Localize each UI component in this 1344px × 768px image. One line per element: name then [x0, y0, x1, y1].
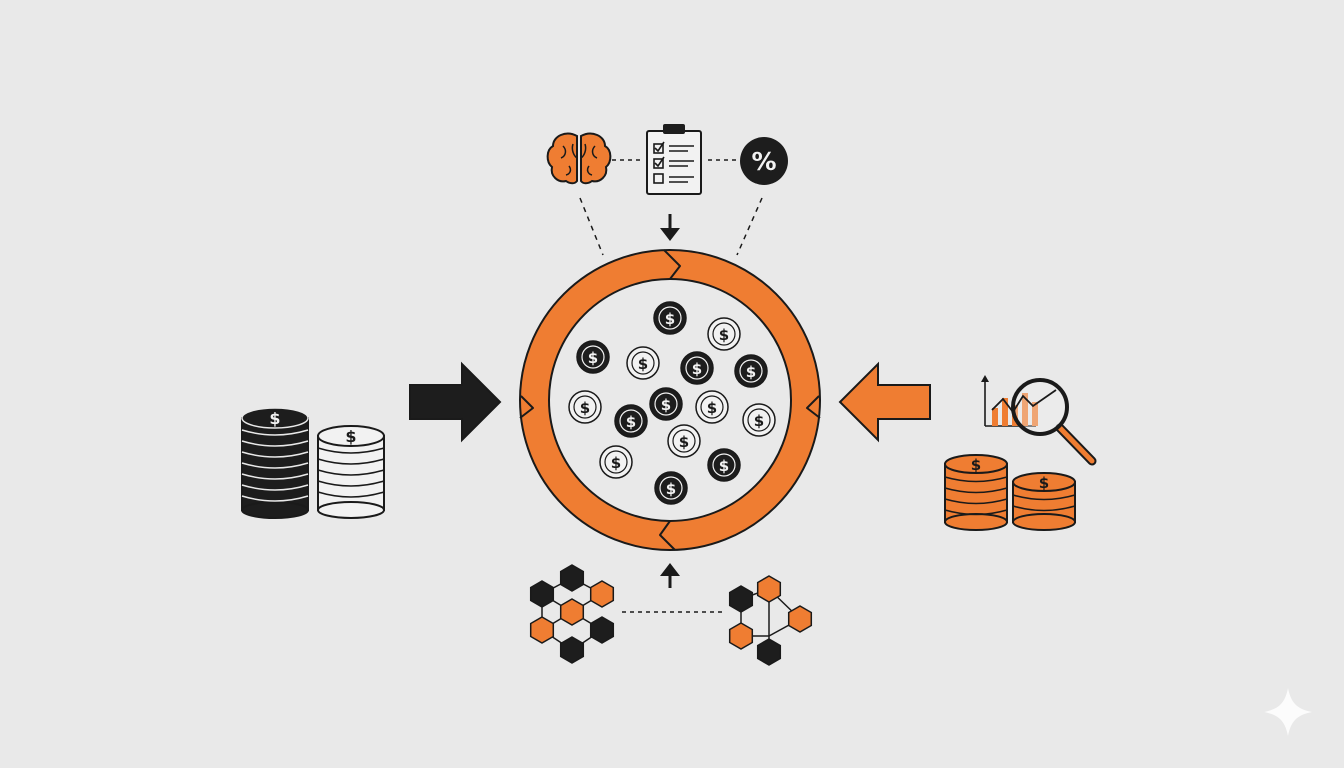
hexagon-node-orange [728, 622, 754, 650]
coin-dark [734, 354, 768, 388]
bottom-inputs [529, 563, 813, 666]
dollar-sign-label: $ [345, 427, 356, 446]
connector-line [736, 197, 763, 256]
coin-stacks-left: $ $ [241, 407, 385, 519]
coin-dark [649, 387, 683, 421]
coin-dark [653, 301, 687, 335]
percent-icon: % [740, 137, 788, 185]
connector-line [579, 197, 604, 256]
hexagon-node-dark [559, 564, 585, 592]
coin-dark [614, 404, 648, 438]
hexagon-node-orange [787, 605, 813, 633]
coin-dark [576, 340, 610, 374]
hexagon-node-orange [529, 616, 555, 644]
arrow-down [660, 214, 680, 241]
inflow-arrow-left [409, 361, 502, 443]
coin-light [707, 317, 741, 351]
hexagon-network-right [728, 575, 813, 666]
coin-dark [654, 471, 688, 505]
brain-icon [546, 132, 612, 185]
hexagon-node-orange [589, 580, 615, 608]
arrow-up [660, 563, 680, 588]
hexagon-node-dark [529, 580, 555, 608]
dollar-sign-label: $ [269, 409, 280, 428]
percent-label: % [751, 147, 776, 176]
coin-light [568, 390, 602, 424]
coin-dark [707, 448, 741, 482]
hexagon-node-dark [728, 585, 754, 613]
hexagon-network-left [529, 564, 615, 664]
hexagon-node-orange [559, 598, 585, 626]
inflow-arrow-right [838, 361, 931, 443]
coin-light [742, 403, 776, 437]
coin-light [626, 346, 660, 380]
light-coin-stack: $ [317, 425, 385, 519]
top-inputs: % [546, 124, 788, 256]
sparkle-icon [1264, 688, 1312, 736]
dark-coin-stack: $ [241, 407, 309, 519]
hexagon-node-dark [756, 638, 782, 666]
orange-coin-stacks: $ $ [944, 454, 1076, 531]
coin-light [599, 445, 633, 479]
coin-light [667, 424, 701, 458]
hexagon-node-orange [756, 575, 782, 603]
clipboard-checklist-icon [646, 124, 702, 195]
hexagon-node-dark [559, 636, 585, 664]
dollar-sign-label: $ [1039, 474, 1049, 492]
coin-light [695, 390, 729, 424]
orange-coin-stack-small: $ [1012, 472, 1076, 531]
chart-magnifier-icon [981, 375, 1097, 466]
dollar-sign-label: $ [971, 456, 981, 474]
orange-coin-stack-large: $ [944, 454, 1008, 531]
analysis-group: $ $ [944, 375, 1097, 531]
hexagon-node-dark [589, 616, 615, 644]
coin-dark [680, 351, 714, 385]
